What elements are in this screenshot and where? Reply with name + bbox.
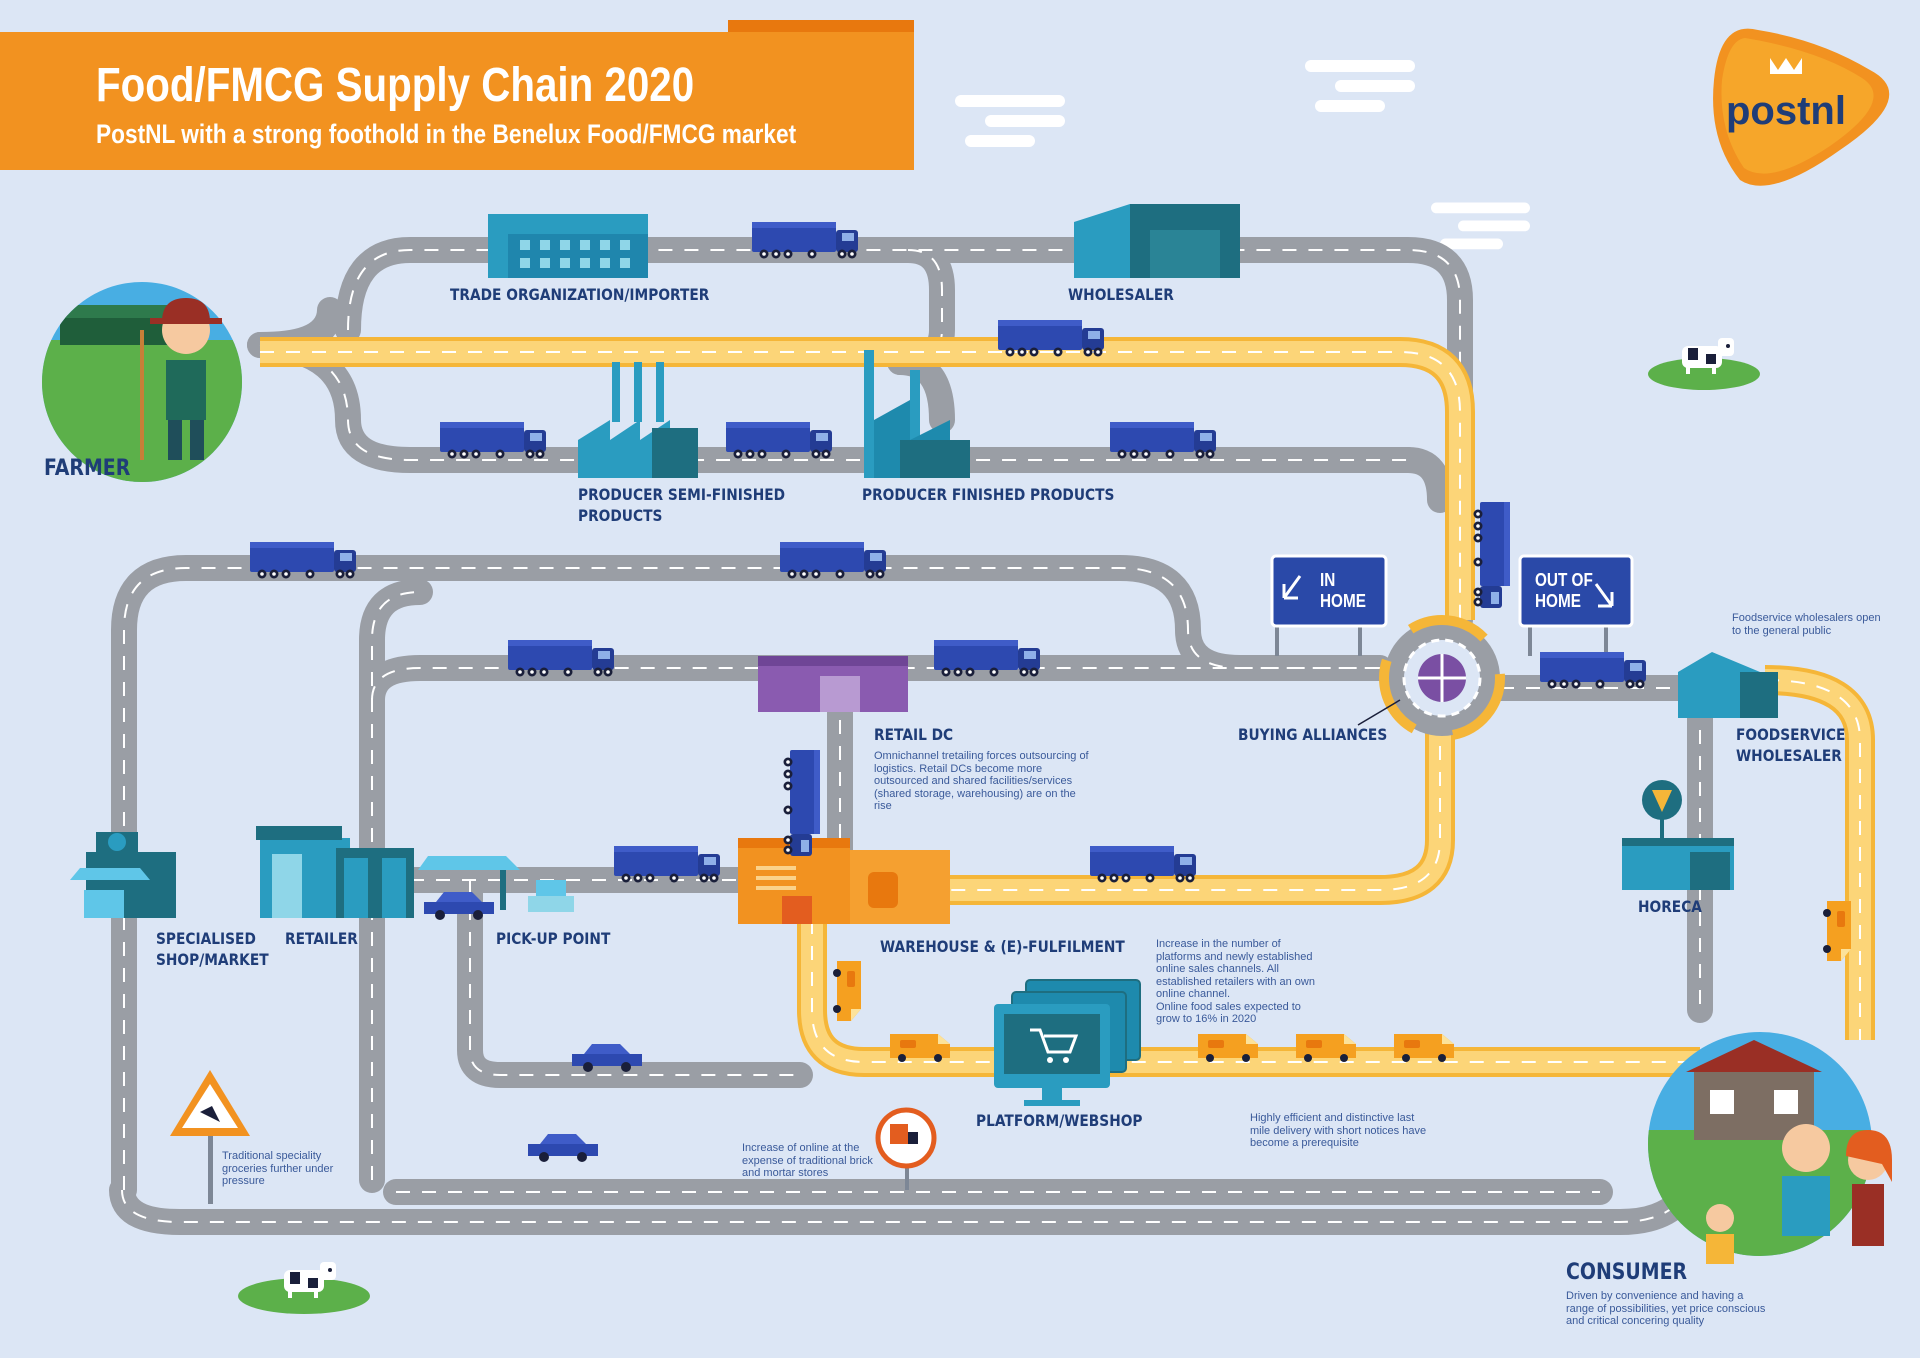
horeca-label: HORECA [1638,897,1702,916]
producer-semi-finished-label: PRODUCER SEMI-FINISHED PRODUCTS [578,485,786,525]
roundabout [1357,615,1505,741]
cow-bottom-left [238,1262,370,1314]
warehouse-label: WAREHOUSE & (E)-FULFILMENT [880,937,1125,956]
retailer-building [256,826,414,918]
out-of-home-sign-text: OUT OF HOME [1535,570,1593,611]
foodservice-wholesaler-building [1678,652,1778,718]
consumer-illustration [1648,1032,1892,1264]
warning-sign [170,1070,250,1204]
postnl-road [260,337,1875,1077]
farmer-illustration [42,282,242,482]
platform-webshop-monitors [994,979,1141,1106]
producer-finished-factory [864,350,970,478]
postnl-parcel-icon [868,872,898,908]
page-subtitle: PostNL with a strong foothold in the Ben… [96,119,797,149]
page-title: Food/FMCG Supply Chain 2020 [96,59,695,112]
consumer-label: CONSUMER [1566,1260,1688,1285]
warehouse-building [738,838,950,924]
consumer-note: Driven by convenience and having a range… [1566,1290,1766,1327]
farmer-label: FARMER [44,456,131,481]
buying-alliances-label: BUYING ALLIANCES [1238,725,1388,744]
cow-top-right [1648,338,1760,390]
postnl-logo-text: postnl [1726,89,1846,133]
speciality-note: Traditional speciality groceries further… [222,1150,334,1187]
foodservice-note: Foodservice wholesalers open to the gene… [1732,612,1881,637]
wholesaler-label: WHOLESALER [1068,285,1174,304]
brick-mortar-note: Increase of online at the expense of tra… [742,1142,873,1179]
in-home-sign [1270,554,1388,656]
specialised-shop-building [70,832,176,918]
wholesaler-building [1074,204,1240,278]
retailer-label: RETAILER [285,929,358,948]
clouds [955,60,1530,250]
retail-dc-label: RETAIL DC [874,725,954,744]
no-truck-sign [875,1107,937,1190]
crown-icon [1770,58,1802,74]
foodservice-wholesaler-label: FOODSERVICE WHOLESALER [1736,725,1846,765]
specialised-shop-label: SPECIALISED SHOP/MARKET [156,929,269,969]
out-of-home-sign [1518,554,1634,656]
postnl-logo [1713,28,1890,186]
pickup-point [418,856,574,912]
in-home-sign-text: IN HOME [1320,570,1366,611]
trade-organization-building [488,214,648,278]
producer-finished-label: PRODUCER FINISHED PRODUCTS [862,485,1115,504]
producer-semi-finished-factory [578,362,698,478]
platform-webshop-label: PLATFORM/WEBSHOP [976,1111,1143,1130]
retail-dc-building [758,656,908,712]
trade-organization-label: TRADE ORGANIZATION/IMPORTER [450,285,710,304]
platforms-note: Increase in the number of platforms and … [1156,938,1315,1025]
last-mile-note: Highly efficient and distinctive last mi… [1250,1112,1427,1149]
title-banner [0,32,914,170]
shopping-cart-icon [1030,1028,1079,1054]
pickup-point-label: PICK-UP POINT [496,929,611,948]
horeca-building [1622,780,1734,890]
retail-dc-note: Omnichannel tretailing forces outsourcin… [874,750,1089,812]
